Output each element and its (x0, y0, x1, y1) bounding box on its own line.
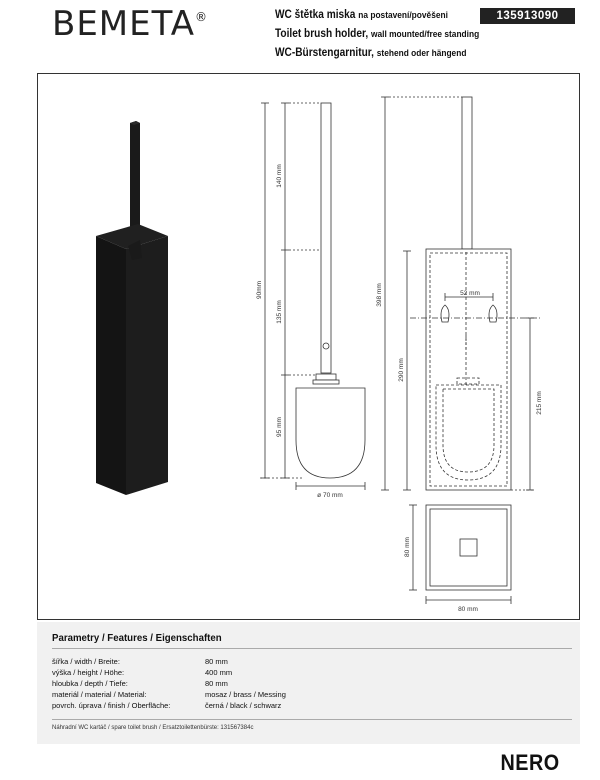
top-handle-square (459, 538, 478, 557)
dim-label-80-w: 80 mm (458, 606, 478, 613)
title-cz-sub: na postavení/pověšeni (358, 10, 448, 21)
title-en-main: Toilet brush holder, (275, 28, 369, 40)
dim-label-80-h: 80 mm (404, 537, 411, 557)
title-de-sub: stehend oder hängend (376, 48, 467, 59)
title-en: Toilet brush holder, wall mounted/free s… (275, 25, 539, 44)
top-inner (429, 508, 508, 587)
collection-name: NERO (500, 750, 560, 775)
dim-label-215: 215 mm (536, 391, 543, 414)
dim-label-90: 90mm (256, 281, 263, 299)
front-bowl-inner (442, 388, 495, 473)
front-bowl-hidden (435, 384, 502, 481)
holder-left-face (96, 236, 126, 495)
parameters-panel: Parametry / Features / Eigenschaften šíř… (37, 622, 580, 744)
drawing-frame (37, 73, 580, 620)
side-handle (320, 102, 332, 374)
param-value-height: 400 mm (205, 668, 233, 677)
title-de: WC-Bürstengarnitur, stehend oder hängend (275, 44, 539, 63)
dim-label-140: 140 mm (276, 164, 283, 187)
side-handle-pin (322, 342, 330, 350)
title-cz-main: WC štětka miska (275, 9, 356, 21)
top-outer (425, 504, 512, 591)
param-value-material: mosaz / brass / Messing (205, 690, 286, 699)
title-de-main: WC-Bürstengarnitur, (275, 47, 374, 59)
dim-label-398: 398 mm (376, 283, 383, 306)
side-bowl (295, 387, 366, 479)
brush-handle-lower (128, 240, 142, 260)
parameters-title: Parametry / Features / Eigenschaften (52, 632, 222, 644)
dim-label-52: 52 mm (460, 290, 480, 297)
dim-label-135: 135 mm (276, 300, 283, 323)
dim-label-95: 95 mm (276, 417, 283, 437)
param-label-height: výška / height / Höhe: (52, 668, 125, 677)
spare-divider (52, 719, 572, 720)
title-cz: WC štětka miska na postavení/pověšeni (275, 6, 539, 25)
param-label-finish: povrch. úprava / finish / Oberfläche: (52, 701, 171, 710)
technical-drawing: 90mm 140 mm 135 mm 95 mm ø 70 mm 398 mm … (96, 96, 543, 613)
holder-right-face (126, 236, 168, 495)
title-en-sub: wall mounted/free standing (370, 29, 480, 40)
param-label-material: materiál / material / Material: (52, 690, 147, 699)
holder-top-face (96, 224, 168, 249)
registered-mark: ® (195, 10, 209, 24)
param-value-depth: 80 mm (205, 679, 228, 688)
mount-hole-left (440, 304, 450, 323)
product-titles: WC štětka miska na postavení/pověšeni To… (275, 6, 575, 63)
front-collar-hidden (456, 377, 480, 385)
param-label-depth: hloubka / depth / Tiefe: (52, 679, 128, 688)
front-holder (425, 248, 512, 491)
front-view (381, 96, 540, 491)
param-value-width: 80 mm (205, 657, 228, 666)
param-value-finish: černá / black / schwarz (205, 701, 282, 710)
product-render (96, 121, 168, 495)
parameters-divider (52, 648, 572, 649)
brand-name: BEMETA (52, 4, 196, 44)
spare-part-note: Náhradní WC kartáč / spare toilet brush … (52, 725, 254, 731)
brand-logo: BEMETA® (52, 4, 208, 44)
side-collar (315, 373, 337, 381)
dim-label-diameter: ø 70 mm (317, 492, 343, 499)
top-view (409, 504, 512, 604)
product-code-badge: 135913090 (480, 8, 575, 24)
brush-handle-top (130, 121, 140, 125)
front-handle (461, 96, 473, 250)
param-label-width: šířka / width / Breite: (52, 657, 120, 666)
dim-label-290: 290 mm (398, 358, 405, 381)
mount-hole-right (488, 304, 498, 323)
side-collar-base (312, 379, 340, 385)
side-view (260, 102, 366, 490)
